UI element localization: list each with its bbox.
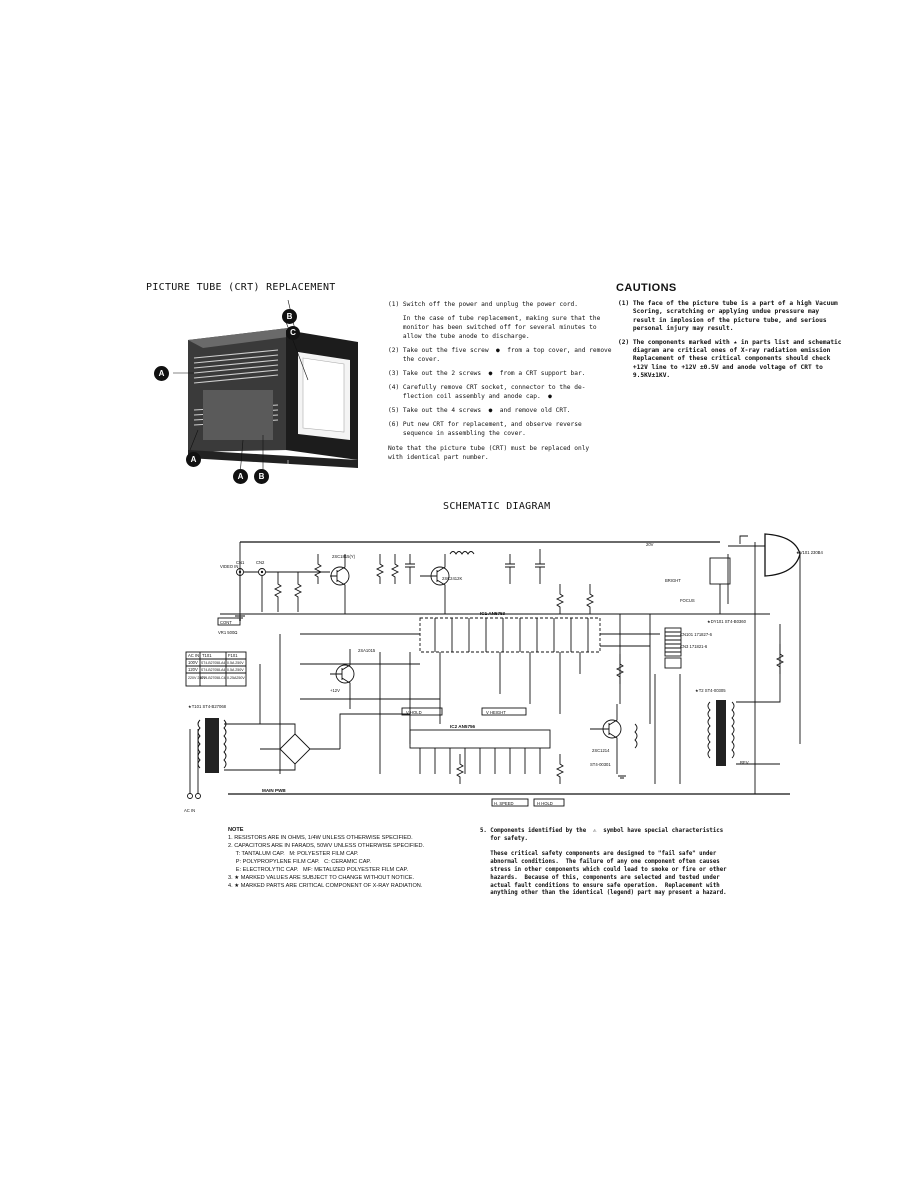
step-6: (6) Put new CRT for replacement, and obs… — [388, 421, 582, 437]
schematic-diagram: 2SC1815(Y) 2SC2412K IC1 AN5753 2SA1015 C… — [184, 533, 823, 813]
ic2-label: IC2 AN5756 — [450, 724, 476, 729]
h-output-label: 2SC1214 — [592, 748, 610, 753]
svg-text:ST4-B27058-C4: ST4-B27058-C4 — [201, 676, 226, 680]
caution-2: (2) The components marked with ★ in part… — [618, 338, 842, 380]
dy101-label: ★DY101 ST4-B0360 — [707, 619, 747, 624]
vr1-label: VR1 500Ω — [218, 630, 237, 635]
v101-label: ★V101 230B4 — [796, 550, 823, 555]
q2-label: 2SC2412K — [442, 576, 462, 581]
v20-label: 20V — [646, 542, 654, 547]
cn2-label: CN2 — [256, 560, 265, 565]
svg-text:0.25A250V: 0.25A250V — [227, 676, 245, 680]
callout-a-bottom-left: A — [186, 452, 201, 467]
v-hold-label: V HOLD — [406, 710, 422, 715]
q1-label: 2SC1815(Y) — [332, 554, 356, 559]
cn3-label: CN3 171821-6 — [680, 644, 708, 649]
svg-text:220V 240V: 220V 240V — [188, 676, 206, 680]
callout-b-top: B — [282, 309, 297, 324]
svg-text:ST4-B27058-A4: ST4-B27058-A4 — [201, 661, 225, 665]
notes-heading: NOTE — [228, 827, 244, 833]
svg-text:T101: T101 — [202, 653, 212, 658]
note-2a: T: TANTALUM CAP. M: POLYESTER FILM CAP. — [228, 851, 359, 857]
note-2b: P: POLYPROPYLENE FILM CAP. C: CERAMIC CA… — [228, 859, 371, 865]
ac-in-label: AC IN — [184, 808, 195, 813]
caution-1: (1) The face of the picture tube is a pa… — [618, 300, 838, 333]
st4-label: ST4-00301 — [590, 762, 611, 767]
svg-text:F101: F101 — [228, 653, 238, 658]
rev-label: REV — [740, 760, 749, 765]
note-1: 1. RESISTORS ARE IN OHMS, 1/4W UNLESS OT… — [228, 835, 413, 841]
note-5-safety: 5. Components identified by the ⚠ symbol… — [480, 828, 727, 897]
step-1-detail: In the case of tube replacement, making … — [402, 315, 601, 340]
q3-label: 2SA1015 — [358, 648, 376, 653]
cautions-title: CAUTIONS — [616, 282, 677, 294]
note-2: 2. CAPACITORS ARE IN FARADS, 50WV UNLESS… — [228, 843, 425, 849]
step-3: (3) Take out the 2 screws ● from a CRT s… — [388, 370, 586, 377]
svg-text:0.5A 250V: 0.5A 250V — [227, 668, 244, 672]
h-hold-label: H HOLD — [537, 801, 553, 806]
step-2: (2) Take out the five screw ● from a top… — [388, 347, 612, 363]
ac-in-table: AC IN T101 F101 100V ST4-B27058-A4 0.5A … — [185, 651, 247, 687]
step-5: (5) Take out the 4 screws ● and remove o… — [388, 407, 571, 414]
note-3: 3. ★ MARKED VALUES ARE SUBJECT TO CHANGE… — [228, 875, 415, 881]
monitor-illustration — [173, 300, 358, 476]
crt-replacement-title: PICTURE TUBE (CRT) REPLACEMENT — [146, 282, 336, 293]
replacement-steps: (1) Switch off the power and unplug the … — [388, 300, 613, 462]
svg-text:100V: 100V — [188, 660, 198, 665]
cn101-label: CN101 171827-6 — [680, 632, 713, 637]
video-in-label: VIDEO IN — [220, 564, 238, 569]
v-height-label: V HEIGHT — [486, 710, 506, 715]
t101-label: ★T101 ST4-B27068 — [188, 704, 227, 709]
callout-a-bottom: A — [233, 469, 248, 484]
svg-text:AC IN: AC IN — [188, 653, 199, 658]
main-pwb-label: MAIN PWB — [262, 788, 286, 793]
ic1-label: IC1 AN5753 — [480, 611, 506, 616]
schematic-title: SCHEMATIC DIAGRAM — [443, 501, 551, 512]
step-4: (4) Carefully remove CRT socket, connect… — [388, 384, 586, 400]
cn1-label: CN1 — [236, 560, 245, 565]
step-1: (1) Switch off the power and unplug the … — [388, 301, 578, 308]
callout-c-top: C — [286, 326, 300, 340]
note-2c: E: ELECTROLYTIC CAP. MF: METALIZED POLYE… — [228, 867, 409, 873]
callout-b-bottom: B — [254, 469, 269, 484]
focus-label: FOCUS — [680, 598, 695, 603]
notes-block: NOTE 1. RESISTORS ARE IN OHMS, 1/4W UNLE… — [228, 826, 468, 890]
note-4: 4. ★ MARKED PARTS ARE CRITICAL COMPONENT… — [228, 883, 423, 889]
t2-label: ★T2 ST4-00305 — [695, 688, 726, 693]
svg-text:0.5A 250V: 0.5A 250V — [227, 661, 244, 665]
bright-label: BRIGHT — [665, 578, 681, 583]
svg-text:ST4-B27058-A4: ST4-B27058-A4 — [201, 668, 225, 672]
svg-text:120V: 120V — [188, 667, 198, 672]
cautions-list: (1) The face of the picture tube is a pa… — [618, 300, 858, 381]
v12-label: +12V — [330, 688, 340, 693]
callout-a-left: A — [154, 366, 169, 381]
crt-note: Note that the picture tube (CRT) must be… — [388, 445, 590, 461]
cont-label: CONT — [220, 620, 232, 625]
h-speed-label: H. SPEED — [494, 801, 514, 806]
